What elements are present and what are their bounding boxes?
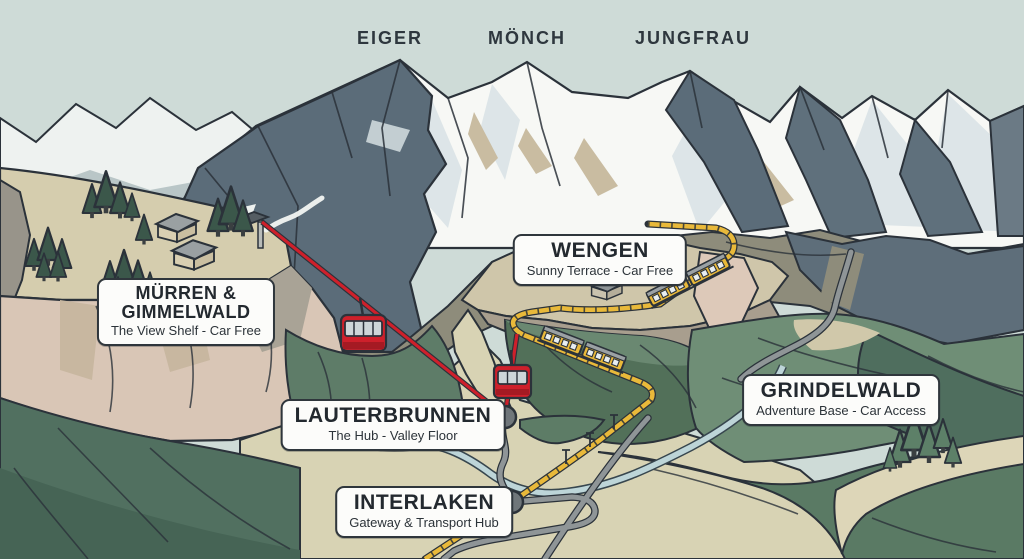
wengen-subtitle: Sunny Terrace - Car Free — [526, 263, 674, 278]
location-label-lauterbrunnen: LAUTERBRUNNEN The Hub - Valley Floor — [280, 399, 506, 451]
jungfrau-rock-face — [664, 69, 1024, 240]
catenary-poles — [562, 414, 618, 464]
train-icon — [645, 252, 734, 309]
interlaken-subtitle: Gateway & Transport Hub — [349, 515, 499, 530]
peak-label-monch: MÖNCH — [488, 28, 566, 48]
lauterbrunnen-title: LAUTERBRUNNEN — [294, 404, 492, 427]
murren-title-line2: GIMMELWALD — [121, 302, 251, 322]
wengen-title: WENGEN — [551, 239, 649, 262]
location-label-wengen: WENGEN Sunny Terrace - Car Free — [512, 234, 688, 286]
murren-title-line1: MÜRREN & — [135, 283, 237, 303]
house-icon — [153, 212, 201, 244]
pylon — [257, 221, 264, 249]
location-label-murren-gimmelwald: MÜRREN & GIMMELWALD The View Shelf - Car… — [96, 278, 276, 346]
house-icon — [169, 239, 219, 272]
lauterbrunnen-subtitle: The Hub - Valley Floor — [328, 428, 458, 443]
cable-car-icon — [339, 297, 388, 353]
peak-label-jungfrau: JUNGFRAU — [634, 28, 752, 48]
location-label-grindelwald: GRINDELWALD Adventure Base - Car Access — [742, 374, 940, 426]
ridge-lines — [204, 59, 949, 277]
grindelwald-title: GRINDELWALD — [760, 379, 922, 402]
railway-line — [421, 220, 738, 559]
interlaken-title: INTERLAKEN — [353, 491, 495, 514]
bottom-left-hills — [0, 396, 301, 559]
train-icon — [537, 325, 627, 374]
peak-label-eiger: EIGER — [356, 28, 424, 48]
grindelwald-subtitle: Adventure Base - Car Access — [756, 403, 926, 418]
murren-subtitle: The View Shelf - Car Free — [110, 323, 262, 338]
location-label-interlaken: INTERLAKEN Gateway & Transport Hub — [335, 486, 513, 538]
cable-car-icon — [492, 349, 533, 400]
